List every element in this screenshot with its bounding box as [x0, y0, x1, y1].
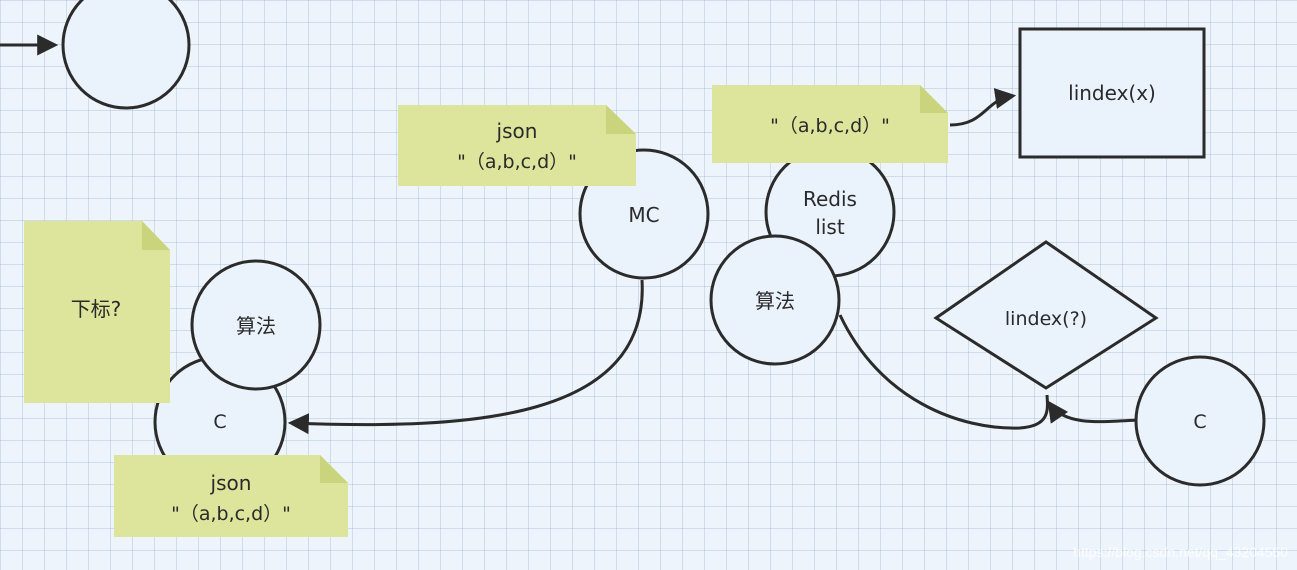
note-json-top-fold	[606, 105, 636, 134]
label-c-right: C	[1193, 411, 1206, 433]
note-index-body	[24, 221, 170, 403]
node-algo-mid: 算法	[709, 234, 841, 366]
note-value-text: "（a,b,c,d）"	[770, 115, 890, 137]
note-index-fold	[142, 221, 170, 250]
connector-value-to-lindex	[949, 88, 1017, 127]
label-lindex-diamond: lindex(?)	[1005, 308, 1087, 330]
note-json-top-body	[398, 105, 636, 186]
circle-c-right	[1134, 355, 1266, 487]
node-lindex-diamond: lindex(?)	[933, 240, 1159, 390]
note-json-bottom: json "（a,b,c,d）"	[114, 455, 348, 537]
connectors	[0, 34, 1139, 435]
node-lindex-box: lindex(x)	[1018, 27, 1206, 159]
circle-algo-mid	[709, 234, 841, 366]
label-mc: MC	[628, 203, 659, 227]
rect-lindex-box	[1018, 27, 1206, 159]
circle-algo-left	[190, 259, 322, 391]
note-index-text: 下标?	[71, 297, 122, 321]
label-lindex-box: lindex(x)	[1068, 81, 1156, 105]
note-value: "（a,b,c,d）"	[712, 85, 948, 163]
node-algo-left: 算法	[190, 259, 322, 391]
connector-mc-to-c	[287, 279, 644, 435]
label-algo-left: 算法	[236, 314, 276, 338]
note-json-top-line1: json	[496, 119, 538, 143]
circle-node-top-left	[61, 0, 191, 110]
connector-c-to-diamond	[1047, 400, 1139, 424]
diamond-lindex	[933, 240, 1159, 390]
note-json-bottom-line1: json	[210, 471, 252, 495]
watermark: https://blog.csdn.net/qq_43204550	[1073, 544, 1288, 560]
node-c-right: C	[1134, 355, 1266, 487]
label-c-left: C	[213, 411, 226, 433]
label-redis-line1: Redis	[803, 187, 857, 211]
note-json-bottom-body	[114, 455, 348, 537]
note-json-bottom-fold	[320, 455, 348, 483]
note-json-top-line2: "（a,b,c,d）"	[457, 151, 577, 173]
note-json-top: json "（a,b,c,d）"	[398, 105, 636, 186]
note-value-body	[712, 85, 948, 163]
note-json-bottom-line2: "（a,b,c,d）"	[171, 503, 291, 525]
note-index: 下标?	[24, 221, 170, 403]
note-value-fold	[920, 85, 948, 113]
label-redis-line2: list	[815, 215, 845, 239]
connector-algo-to-diamond	[838, 314, 1049, 430]
label-algo-mid: 算法	[755, 289, 795, 313]
